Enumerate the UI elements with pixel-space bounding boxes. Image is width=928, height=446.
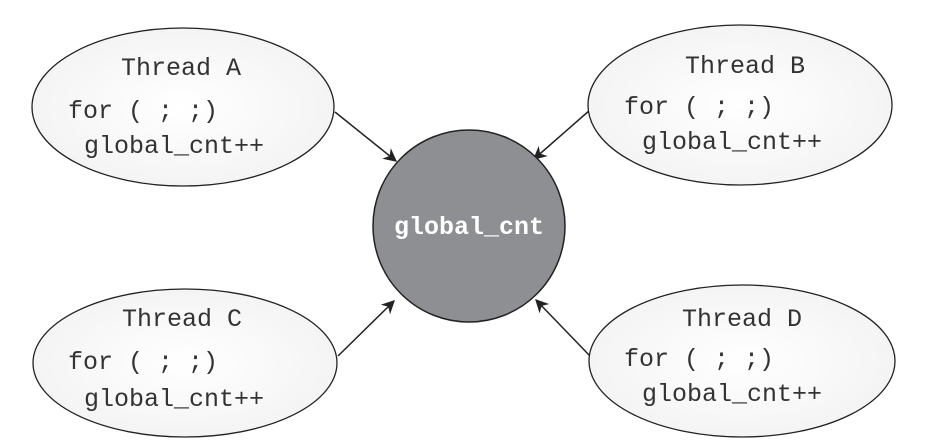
thread-a-ellipse [31,27,335,187]
thread-b-node: Thread B for ( ; ;) global_cnt++ [587,24,893,186]
thread-c-title: Thread C [122,305,242,334]
thread-a-line1: for ( ; ;) [68,97,218,126]
thread-a-title: Thread A [121,54,241,83]
thread-d-line2: global_cnt++ [642,380,822,409]
arrow-c [337,300,395,357]
thread-b-ellipse [587,24,893,186]
thread-b-title: Thread B [685,52,805,81]
center-circle [372,129,566,323]
thread-b-line1: for ( ; ;) [624,93,774,122]
thread-d-ellipse [588,284,896,438]
thread-c-line2: global_cnt++ [84,385,264,414]
thread-c-line1: for ( ; ;) [68,348,218,377]
thread-c-ellipse [32,288,338,438]
center-label: global_cnt [394,213,544,242]
thread-b-line2: global_cnt++ [642,128,822,157]
arrow-d [535,299,591,357]
arrows [334,109,591,357]
center-node: global_cnt [372,129,566,323]
arrow-b [532,109,591,160]
thread-d-title: Thread D [682,305,802,334]
thread-c-node: Thread C for ( ; ;) global_cnt++ [32,288,338,438]
thread-d-node: Thread D for ( ; ;) global_cnt++ [588,284,896,438]
thread-a-line2: global_cnt++ [84,132,264,161]
thread-a-node: Thread A for ( ; ;) global_cnt++ [31,27,335,187]
thread-d-line1: for ( ; ;) [624,345,774,374]
arrow-a [334,111,398,162]
